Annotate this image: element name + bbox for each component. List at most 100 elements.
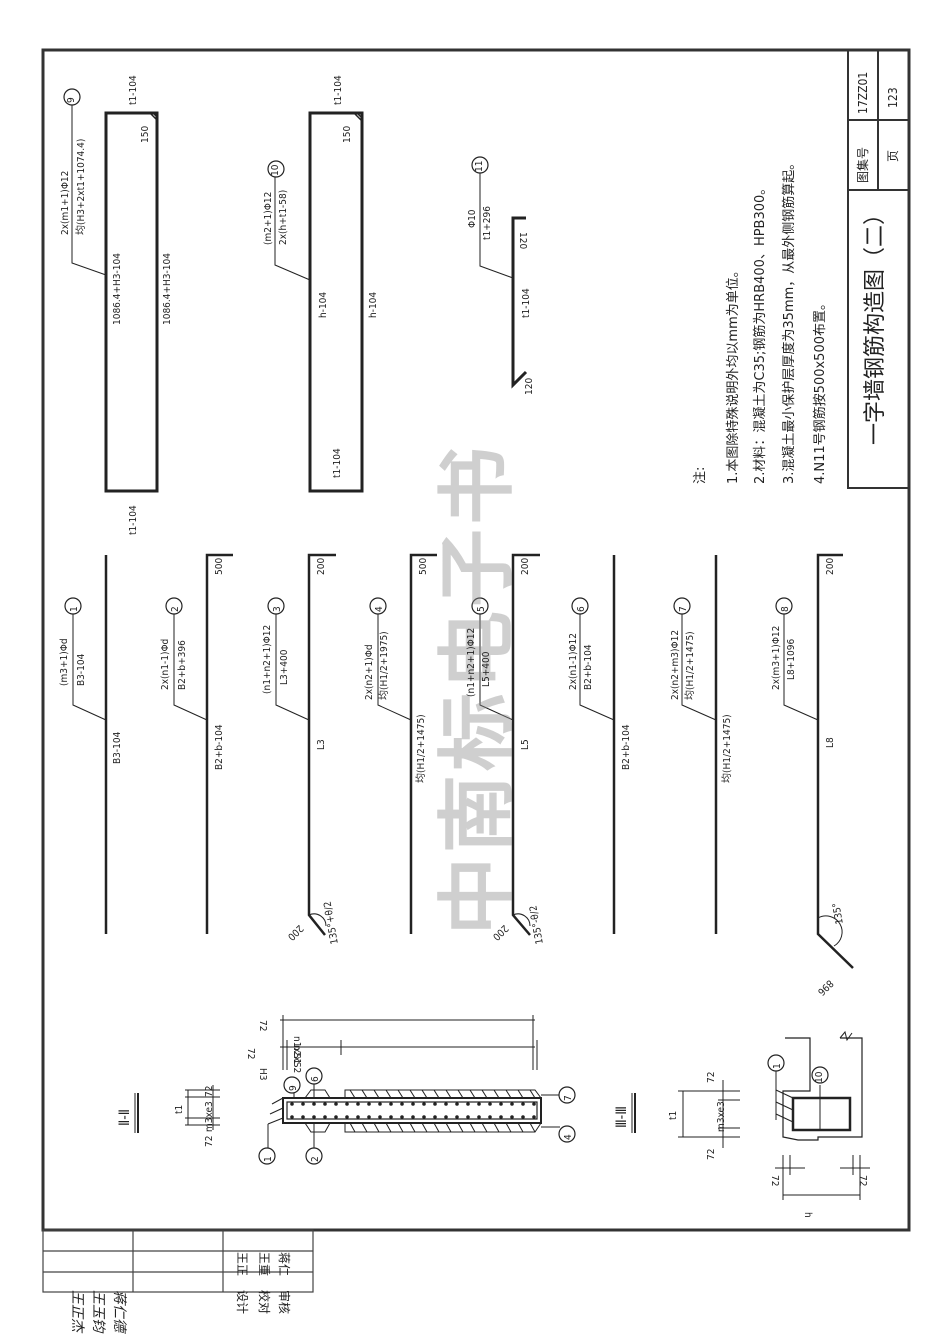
bar-8-dim: L8	[825, 737, 836, 748]
hatch-line	[505, 1122, 512, 1133]
bar-7-qty: 2x(n2+m3)Φ12	[670, 629, 681, 700]
hatch-line	[385, 1122, 392, 1133]
rebar-dot	[521, 1115, 525, 1119]
bar-10-dim-inner: h-104	[318, 291, 329, 318]
section-3-label: Ⅲ-Ⅲ	[614, 1106, 630, 1128]
sig-role-review: 审核	[277, 1290, 291, 1315]
bar-9-leader	[71, 98, 107, 276]
section-2-dim-h3: H3	[257, 1068, 268, 1081]
straight-bars	[104, 553, 854, 969]
note-1: 1.本图除特殊说明外均以mm为单位。	[726, 264, 741, 484]
section-2-dim-72-top-left: 72	[245, 1048, 256, 1060]
hatch-line	[529, 1089, 536, 1099]
rebar-dot	[323, 1115, 327, 1119]
rebar-dot	[455, 1102, 459, 1106]
page-no: 123	[886, 87, 900, 108]
rebar-dot	[345, 1115, 349, 1119]
rebar-dot	[312, 1115, 316, 1119]
section-2-callout-4: 4	[563, 1134, 574, 1140]
rebar-dot	[356, 1102, 360, 1106]
bar-10-side-bottom: t1-104	[332, 448, 343, 478]
rebar-dot	[334, 1115, 338, 1119]
rebar-dot	[466, 1115, 470, 1119]
section-3-dim-72-c: 72	[769, 1175, 780, 1187]
bar-8-end-hook: 200	[825, 557, 836, 575]
bar-9-callout-circle	[63, 88, 81, 106]
section-3-dim-m3e3: m3xe3	[716, 1101, 727, 1132]
bar-4-length: 均(H1/2+1975)	[379, 631, 390, 700]
rebar-dot	[499, 1102, 503, 1106]
bar-5-length: L5+400	[481, 651, 492, 687]
hatch-line	[361, 1089, 368, 1099]
rebar-dot	[477, 1102, 481, 1106]
rebar-dot	[378, 1115, 382, 1119]
sig-signature-check: 王玉钧	[90, 1290, 106, 1332]
bar-6-callout-number: 6	[576, 606, 587, 612]
bar-9-length: 均(H3+2xt1+1074.4)	[76, 138, 87, 235]
section-2-label: Ⅱ-Ⅱ	[117, 1109, 133, 1126]
hatch-line	[397, 1089, 404, 1099]
bar-7-dim: 均(H1/2+1475)	[722, 714, 733, 783]
bar-6-dim: B2+b-104	[621, 724, 632, 770]
bar-9-callout-number: 9	[66, 97, 77, 103]
bar-5-callout-number: 5	[476, 606, 487, 612]
bar-3-dim: L3	[316, 739, 327, 750]
hatch-line	[349, 1089, 356, 1099]
bar-10-callout-circle	[267, 160, 285, 178]
rebar-dot	[444, 1102, 448, 1106]
hatch-line	[373, 1122, 380, 1133]
hatch-line	[397, 1122, 404, 1133]
hatch-line	[481, 1089, 488, 1099]
rebar-dot	[290, 1102, 294, 1106]
hatch-line	[529, 1122, 536, 1133]
bar-10-shape	[308, 111, 364, 493]
section-2-dim-72-a: 72	[204, 1135, 215, 1147]
hatch-line	[421, 1122, 428, 1133]
bar-4-end-hook: 500	[418, 557, 429, 575]
rebar-dot	[389, 1102, 393, 1106]
section-3-dim-72-d: 72	[857, 1175, 868, 1187]
section-2-callout-2: 2	[310, 1156, 321, 1162]
hatch-line	[409, 1122, 416, 1133]
hatch-line	[517, 1089, 524, 1099]
bar-3-end-hook: 200	[316, 557, 327, 575]
section-3-callouts	[767, 1054, 829, 1084]
bar-2-length: B2+b+396	[177, 640, 188, 690]
watermark: 中南标电子书	[433, 442, 523, 935]
bar-8-qty: 2x(m3+1)Φ12	[771, 625, 782, 690]
bar-11-callout-number: 11	[474, 160, 485, 172]
bend-arcs	[308, 913, 843, 947]
section-2-dim-n2s2: n2xS2	[291, 1045, 302, 1074]
bar-10-leader	[274, 177, 311, 281]
hatch-line	[361, 1122, 368, 1133]
hatch-line	[433, 1122, 440, 1133]
bar-3-callout-number: 3	[272, 606, 283, 612]
bar-callout-circles	[64, 597, 793, 615]
sig-name-design: 王正	[235, 1252, 249, 1277]
section-3-label-line	[631, 1093, 636, 1133]
rebar-dot	[301, 1102, 305, 1106]
section-2-drawing	[185, 1015, 560, 1148]
rebar-dot	[301, 1115, 305, 1119]
rebar-dot	[400, 1115, 404, 1119]
hatch-line	[493, 1089, 500, 1099]
bar-10-length: 2x(h+t1-58)	[278, 189, 289, 245]
drawing-title: 一字墙钢筋构造图（二）	[863, 202, 888, 445]
hatch-line	[409, 1089, 416, 1099]
hatch-line	[433, 1089, 440, 1099]
rebar-dot	[488, 1115, 492, 1119]
bar-leaders	[72, 614, 819, 721]
rebar-dot	[466, 1102, 470, 1106]
section-2-dim-72-b: 72	[204, 1085, 215, 1097]
sig-role-design: 设计	[235, 1290, 249, 1315]
bar-4-dim: 均(H1/2+1475)	[416, 714, 427, 783]
rebar-dot	[367, 1115, 371, 1119]
hatch-line	[493, 1122, 500, 1133]
bar-2-end-hook: 500	[214, 557, 225, 575]
bar-11-leader	[479, 173, 514, 279]
section-3-dim-h: h	[802, 1212, 813, 1218]
bar-2-dim: B2+b-104	[214, 724, 225, 770]
section-3-dim-72-b: 72	[706, 1148, 717, 1160]
rebar-dot	[455, 1115, 459, 1119]
